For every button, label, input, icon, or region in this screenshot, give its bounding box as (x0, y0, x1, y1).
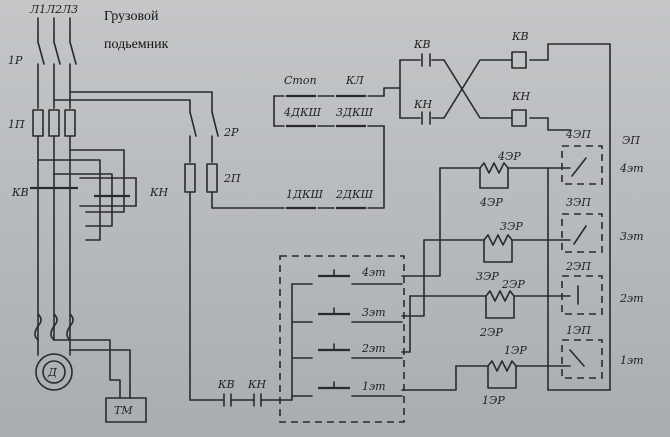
call-button-2-label: 2эт (361, 342, 386, 355)
limit-1dksh-label: 1ДКШ (286, 188, 323, 201)
floor-2-label: 2эт (619, 292, 644, 305)
limit-2dksh-label: 2ДКШ (335, 188, 373, 201)
call-button-1-label: 1эт (362, 380, 386, 393)
resistor-4er-label: 4ЭР (497, 150, 521, 163)
control-switch-2r (184, 111, 285, 401)
floor-relay-2 (409, 275, 603, 319)
motor-inner-ring (42, 360, 66, 384)
call-wires (401, 167, 611, 391)
selector-2ep-label: 2ЭП (565, 260, 591, 273)
motor-feed-lines (30, 91, 213, 341)
limit-3dksh-label: 3ДКШ (336, 106, 373, 119)
floor-4-label: 4эт (619, 162, 644, 175)
safety-chain (273, 43, 611, 391)
contactor-label-kv: КВ (11, 186, 29, 199)
selector-1ep-label: 1ЭП (566, 324, 591, 337)
floor-relay-1 (455, 339, 603, 389)
interlock-contacts (421, 53, 431, 125)
resistor-3er-label: 3ЭР (500, 220, 523, 233)
brake-tm-box (105, 397, 147, 423)
floor-selector-ep-label: ЭП (622, 134, 640, 147)
interlock-kn-label: КН (413, 98, 433, 111)
contact-1er-label: 1ЭР (482, 394, 505, 407)
bottom-kv-label: КВ (217, 378, 235, 391)
floor-3-label: 3эт (620, 230, 644, 243)
contact-4er-label: 4ЭР (479, 196, 503, 209)
floor-1-label: 1эт (620, 354, 644, 367)
selector-3ep-label: 3ЭП (566, 196, 591, 209)
coil-kv-label: КВ (511, 30, 529, 43)
fuse-label-2p: 2П (223, 172, 241, 185)
floor-relay-3 (423, 213, 603, 263)
fuse-label-1p: 1П (8, 118, 25, 131)
title-line2: подьемник (104, 37, 169, 52)
bottom-kn-label: КН (247, 378, 267, 391)
title-line1: Грузовой (104, 9, 159, 24)
kl-contact-label: КЛ (345, 74, 365, 87)
selector-4ep-label: 4ЭП (565, 128, 591, 141)
stop-button-label: Стоп (284, 74, 317, 87)
call-button-3-label: 3эт (362, 306, 386, 319)
contactor-coils (511, 51, 527, 127)
switch-label-2r: 2Р (223, 126, 239, 139)
call-buttons (291, 269, 403, 401)
motor-connection (34, 313, 131, 399)
motor-symbol (35, 353, 73, 391)
bottom-contacts (189, 393, 293, 407)
phase-label-l2: Л2 (45, 3, 62, 16)
motor-label: Д (47, 366, 58, 379)
call-panel-frame (279, 255, 405, 423)
phase-label-l3: Л3 (61, 3, 78, 16)
power-lines (37, 17, 77, 109)
interlock-kv-label: КВ (413, 38, 431, 51)
call-button-4-label: 4эт (361, 266, 386, 279)
contact-2er-label: 2ЭР (479, 326, 503, 339)
switch-label-1r: 1Р (8, 54, 23, 67)
resistor-2er-label: 2ЭР (501, 278, 525, 291)
limit-4dksh-label: 4ДКШ (283, 106, 321, 119)
resistor-1er-label: 1ЭР (504, 344, 527, 357)
phase-label-l1: Л1 (29, 3, 46, 16)
contactor-label-kn: КН (149, 186, 169, 199)
floor-relay-4 (439, 145, 603, 189)
fuse-group-1p (32, 109, 76, 137)
brake-tm-label: ТМ (114, 404, 133, 417)
contact-3er-label: 3ЭР (476, 270, 499, 283)
coil-kn-label: КН (511, 90, 531, 103)
